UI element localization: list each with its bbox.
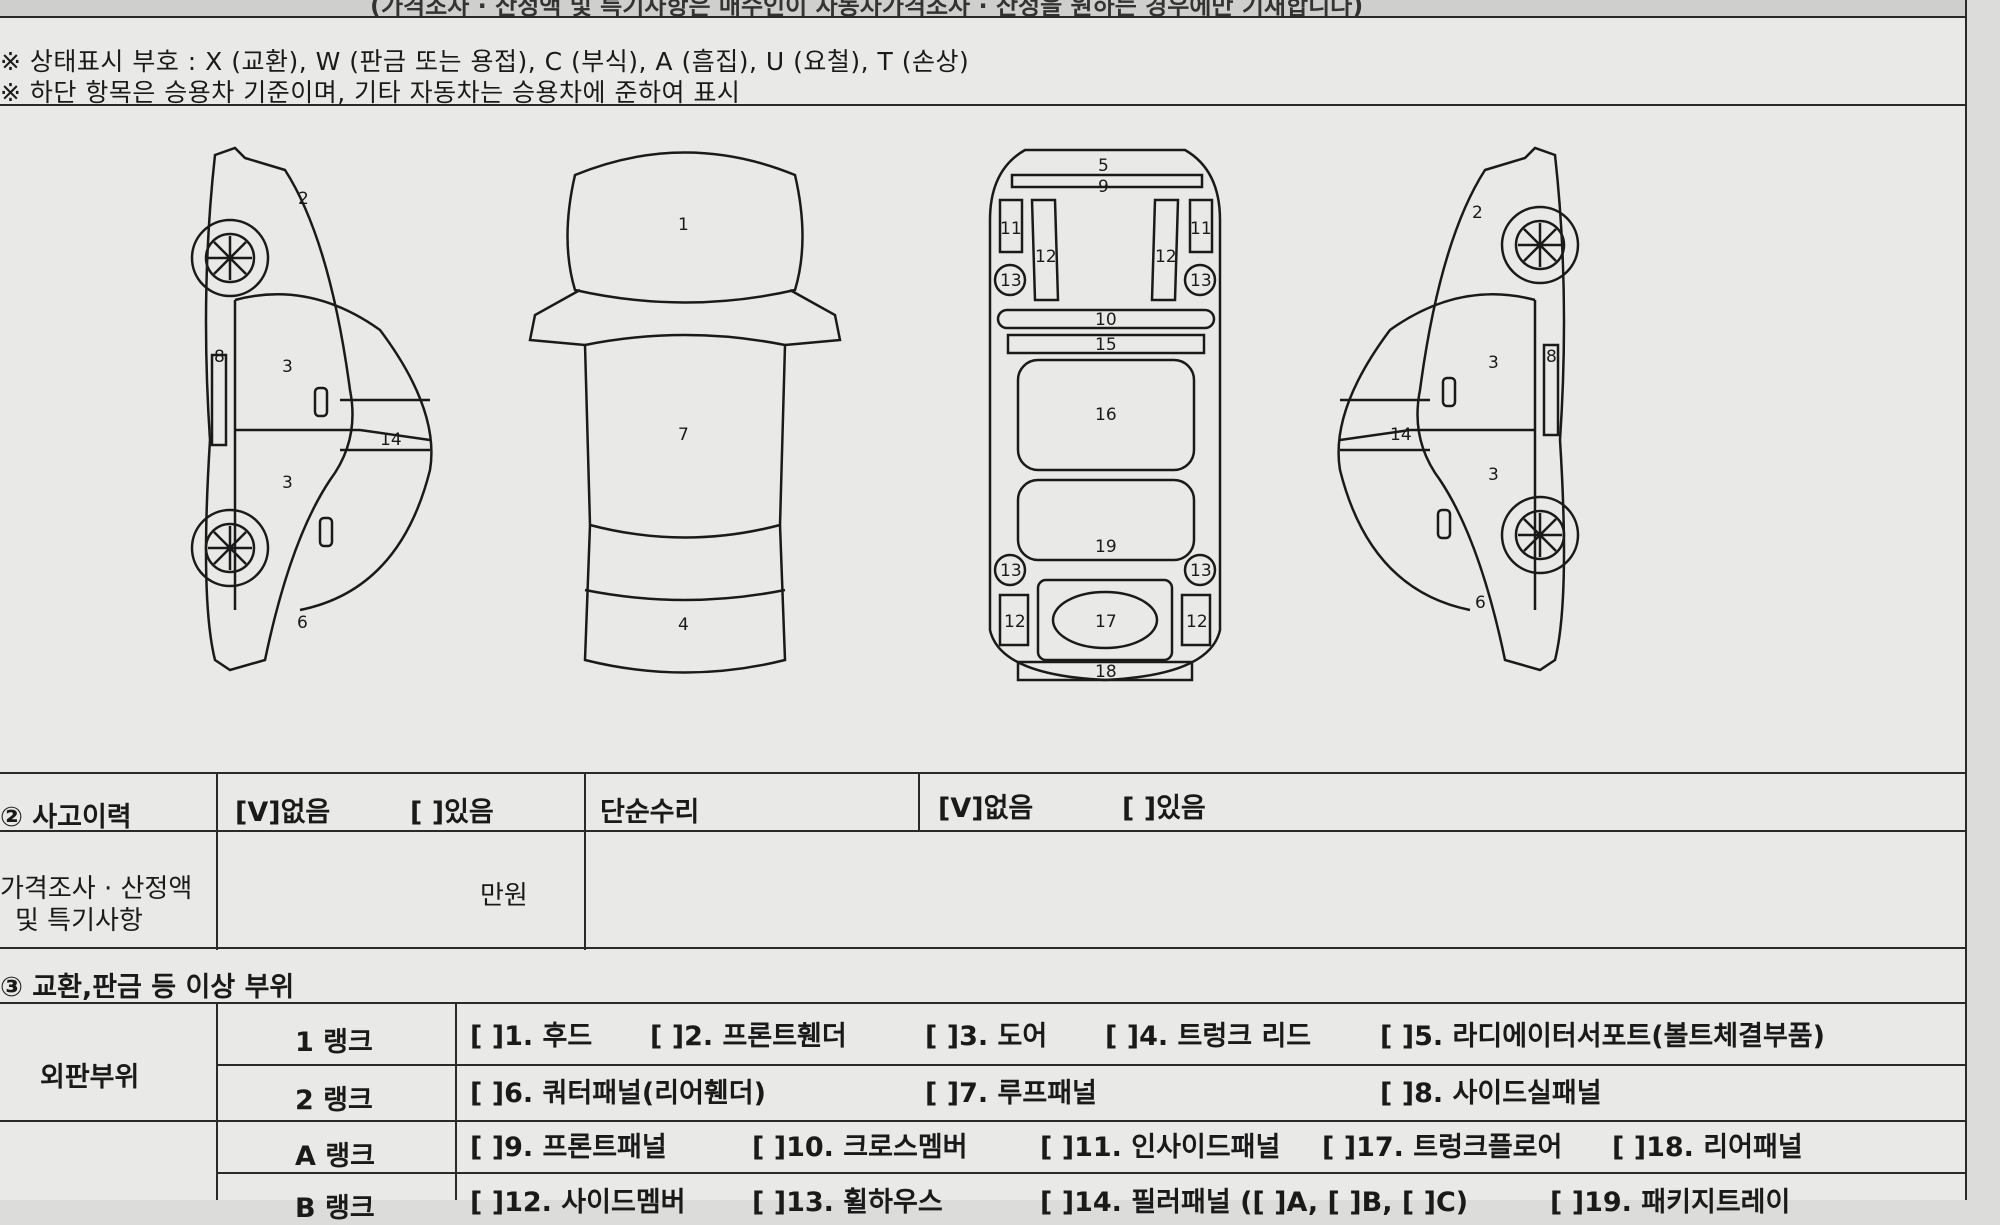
part-label: 13 (1000, 271, 1022, 291)
part-checkbox-rear-panel[interactable]: [ ]18. 리어패널 (1612, 1132, 1803, 1163)
accident-exists-checkbox[interactable]: [ ]있음 (410, 797, 494, 828)
top-cut-banner: (가격조사 · 산정액 및 특기사항은 매수인이 자동차가격조사 · 산정을 원… (0, 0, 1965, 18)
part-checkbox-inside-panel[interactable]: [ ]11. 인사이드패널 (1040, 1132, 1281, 1163)
rank-label: 1 랭크 (295, 1027, 373, 1058)
divider (0, 1002, 1965, 1004)
price-label-line2: 및 특기사항 (15, 906, 143, 936)
part-label: 5 (1098, 156, 1109, 176)
section-title: ③ 교환,판금 등 이상 부위 (0, 972, 295, 1003)
part-label: 11 (1190, 219, 1212, 239)
simple-repair-label: 단순수리 (600, 797, 700, 828)
part-checkbox-front-fender[interactable]: [ ]2. 프론트휀더 (650, 1021, 847, 1052)
part-label: 18 (1095, 662, 1117, 682)
part-label: 3 (1488, 353, 1499, 373)
part-checkbox-roof-panel[interactable]: [ ]7. 루프패널 (925, 1078, 1097, 1109)
part-label: 3 (282, 473, 293, 493)
car-diagram: 2 3 3 6 8 14 1 7 4 (190, 146, 1580, 682)
accident-history-label: ② 사고이력 (0, 802, 132, 833)
divider (216, 1064, 1965, 1066)
part-label: 16 (1095, 405, 1117, 425)
divider (216, 772, 218, 950)
car-top-view (528, 151, 842, 674)
left-side-labels: 2 3 3 6 8 14 (214, 189, 402, 633)
part-checkbox-trunk-lid[interactable]: [ ]4. 트렁크 리드 (1105, 1021, 1312, 1052)
legend-symbols: ※ 상태표시 부호 : X (교환), W (판금 또는 용접), C (부식)… (0, 47, 970, 76)
part-label: 11 (1000, 219, 1022, 239)
divider (216, 1172, 1965, 1174)
part-label: 10 (1095, 310, 1117, 330)
part-label: 15 (1095, 335, 1117, 355)
part-checkbox-trunk-floor[interactable]: [ ]17. 트렁크플로어 (1322, 1132, 1563, 1163)
car-right-side-view (1337, 146, 1580, 672)
part-label: 14 (380, 430, 402, 450)
part-label: 9 (1098, 177, 1109, 197)
divider (216, 1002, 218, 1200)
part-label: 8 (1546, 347, 1557, 367)
top-view-labels: 1 7 4 (678, 215, 689, 635)
part-checkbox-door[interactable]: [ ]3. 도어 (925, 1021, 1048, 1052)
part-label: 13 (1190, 271, 1212, 291)
price-unit: 만원 (480, 881, 528, 911)
part-checkbox-quarter-panel[interactable]: [ ]6. 쿼터패널(리어휀더) (470, 1078, 766, 1109)
divider (0, 1120, 1965, 1122)
rank-label: 2 랭크 (295, 1085, 373, 1116)
divider (584, 772, 586, 950)
right-side-labels: 2 3 3 6 8 14 (1390, 203, 1557, 613)
rank-label: A 랭크 (295, 1141, 375, 1172)
part-label: 8 (214, 347, 225, 367)
part-label: 1 (678, 215, 689, 235)
part-label: 6 (1475, 593, 1486, 613)
divider (455, 1002, 457, 1200)
rank-label: B 랭크 (295, 1193, 375, 1224)
part-label: 3 (282, 357, 293, 377)
simple-repair-exists-checkbox[interactable]: [ ]있음 (1122, 793, 1206, 824)
accident-none-checkbox[interactable]: [V]없음 (235, 797, 331, 828)
part-label: 12 (1186, 612, 1208, 632)
price-label-line1: 가격조사 · 산정액 (0, 874, 193, 904)
simple-repair-none-checkbox[interactable]: [V]없음 (938, 793, 1034, 824)
part-label: 13 (1000, 561, 1022, 581)
part-label: 12 (1004, 612, 1026, 632)
part-checkbox-front-panel[interactable]: [ ]9. 프론트패널 (470, 1132, 667, 1163)
divider (0, 947, 1965, 949)
part-label: 19 (1095, 537, 1117, 557)
part-label: 12 (1155, 247, 1177, 267)
exterior-parts-label: 외판부위 (40, 1062, 140, 1093)
part-label: 12 (1035, 247, 1057, 267)
divider (0, 772, 1965, 774)
divider (918, 772, 920, 830)
part-label: 6 (297, 613, 308, 633)
divider (0, 830, 1965, 832)
part-checkbox-hood[interactable]: [ ]1. 후드 (470, 1021, 593, 1052)
part-label: 13 (1190, 561, 1212, 581)
legend-note: ※ 하단 항목은 승용차 기준이며, 기타 자동차는 승용차에 준하여 표시 (0, 78, 741, 107)
part-label: 14 (1390, 425, 1412, 445)
top-banner-text: (가격조사 · 산정액 및 특기사항은 매수인이 자동차가격조사 · 산정을 원… (370, 0, 1364, 18)
part-checkbox-radiator-support[interactable]: [ ]5. 라디에이터서포트(볼트체결부품) (1380, 1021, 1825, 1052)
part-checkbox-cross-member[interactable]: [ ]10. 크로스멤버 (752, 1132, 968, 1163)
divider (0, 104, 1965, 106)
part-label: 3 (1488, 465, 1499, 485)
car-underside-view (988, 148, 1222, 682)
part-label: 7 (678, 425, 689, 445)
car-left-side-view (190, 146, 433, 672)
part-label: 2 (298, 189, 309, 209)
part-label: 17 (1095, 612, 1117, 632)
part-checkbox-side-sill[interactable]: [ ]8. 사이드실패널 (1380, 1078, 1602, 1109)
part-label: 4 (678, 615, 689, 635)
underside-labels: 5 9 11 11 12 12 13 13 10 15 16 19 13 13 … (1000, 156, 1212, 682)
part-label: 2 (1472, 203, 1483, 223)
